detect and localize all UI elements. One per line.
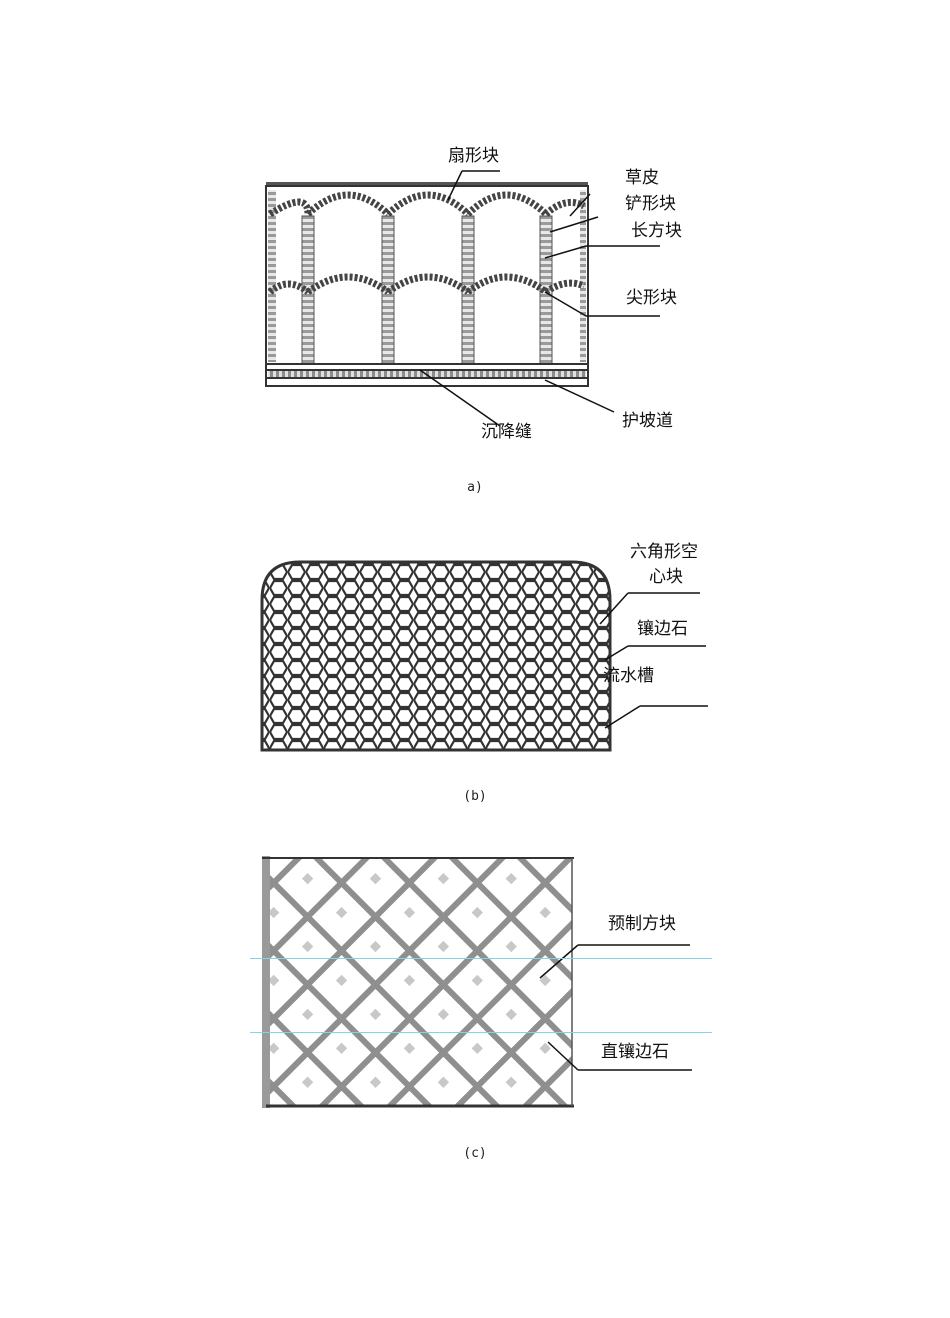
edging-stone-border	[260, 560, 612, 752]
figure-c-drawing	[262, 856, 692, 1108]
leader-lines-c	[539, 944, 692, 1071]
figure-a-drawing	[265, 170, 660, 427]
rectangular-block-columns	[301, 215, 553, 365]
figure-b-drawing	[260, 560, 708, 752]
figure-b: 六角形空 心块 镶边石 流水槽 (b)	[0, 500, 950, 820]
label-pointed-block: 尖形块	[626, 288, 677, 308]
outer-frame	[265, 185, 589, 387]
straight-edging-stone-left	[262, 856, 270, 1108]
berm-bands	[266, 363, 588, 379]
guide-line-lower	[250, 1032, 712, 1033]
figure-c: 预制方块 直镶边石 (c)	[0, 820, 950, 1180]
top-edge	[266, 182, 588, 186]
fan-block-arches-upper	[268, 191, 586, 217]
leader-lines-b	[599, 592, 708, 729]
label-hexagonal-block-line1: 六角形空	[630, 542, 698, 562]
caption-a: a)	[467, 480, 483, 495]
label-settlement-joint: 沉降缝	[481, 422, 532, 442]
figure-a: 扇形块 草皮 铲形块 长方块 尖形块 沉降缝 护坡道 a)	[0, 0, 950, 500]
guide-line-upper	[250, 958, 712, 959]
caption-c: (c)	[463, 1146, 487, 1161]
label-rectangular-block: 长方块	[631, 221, 682, 241]
leader-lines-a	[419, 170, 660, 427]
label-edging-stone: 镶边石	[637, 619, 688, 639]
label-hexagonal-block-line2: 心块	[649, 567, 683, 587]
label-fan-block: 扇形块	[448, 146, 499, 166]
label-shovel-block: 铲形块	[625, 194, 676, 214]
label-turf: 草皮	[625, 168, 659, 188]
precast-square-block-field	[266, 858, 572, 1106]
label-drainage-channel: 流水槽	[603, 666, 654, 686]
pointed-block-arches-lower	[267, 273, 586, 295]
caption-b: (b)	[463, 789, 487, 804]
hexagonal-hollow-block-field	[262, 562, 610, 750]
label-straight-edging-stone: 直镶边石	[601, 1042, 669, 1062]
label-precast-block: 预制方块	[608, 914, 676, 934]
label-berm: 护坡道	[622, 411, 673, 431]
